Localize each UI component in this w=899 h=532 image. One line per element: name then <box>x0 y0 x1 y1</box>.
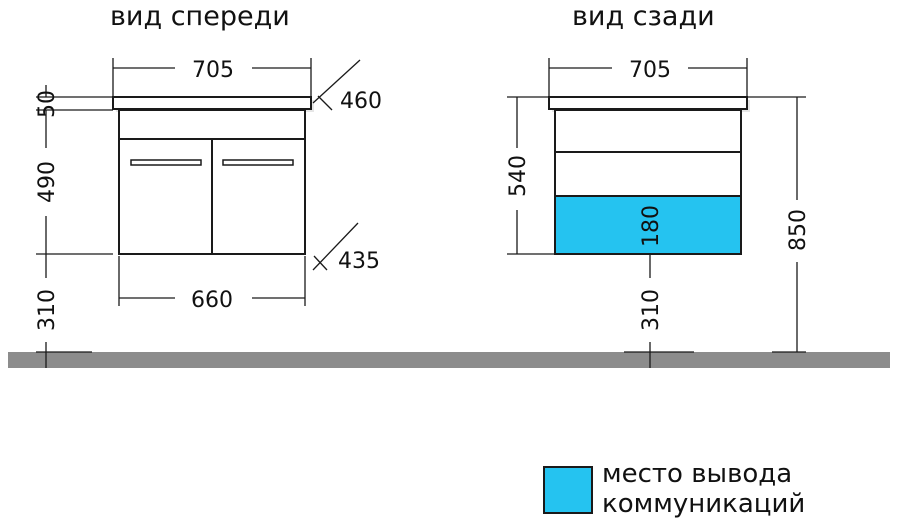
front-cabinet <box>112 96 314 255</box>
back-zone-dims <box>624 254 694 368</box>
legend-line1: место вывода <box>602 459 792 489</box>
communication-outlet-zone <box>554 195 742 255</box>
back-width-705-label: 705 <box>629 58 671 83</box>
front-body-height-490-label: 490 <box>35 161 60 203</box>
back-total-height-850-label: 850 <box>786 209 811 251</box>
right-door-handle <box>222 159 294 166</box>
legend-swatch <box>543 466 593 514</box>
front-floor-clearance-310-label: 310 <box>35 289 60 331</box>
back-cabinet <box>548 96 750 255</box>
back-countertop <box>548 96 748 110</box>
floor <box>8 352 890 368</box>
front-countertop <box>112 96 312 110</box>
front-width-705-dim <box>112 58 312 97</box>
back-zone-height-180-label: 180 <box>639 205 664 247</box>
back-floor-clearance-310-label: 310 <box>639 289 664 331</box>
front-left-height-dims <box>36 85 113 368</box>
front-depth-460-label: 460 <box>340 89 382 114</box>
front-depth-435-dim <box>312 222 359 271</box>
front-width-660-dim <box>118 256 306 306</box>
front-width-705-label: 705 <box>192 58 234 83</box>
back-body-height-540-label: 540 <box>506 155 531 197</box>
back-width-705-dim <box>548 58 748 97</box>
back-height-540-dim <box>507 96 555 255</box>
front-depth-460-dim <box>312 59 361 111</box>
back-total-height-850-dim <box>747 96 806 353</box>
front-view-title: вид спереди <box>110 1 290 32</box>
front-depth-435-label: 435 <box>338 249 380 274</box>
legend-line2: коммуникаций <box>602 489 805 519</box>
front-width-660-label: 660 <box>191 288 233 313</box>
back-view-title: вид сзади <box>572 1 715 32</box>
left-door-handle <box>130 159 202 166</box>
front-top-height-50-label: 50 <box>35 90 60 118</box>
